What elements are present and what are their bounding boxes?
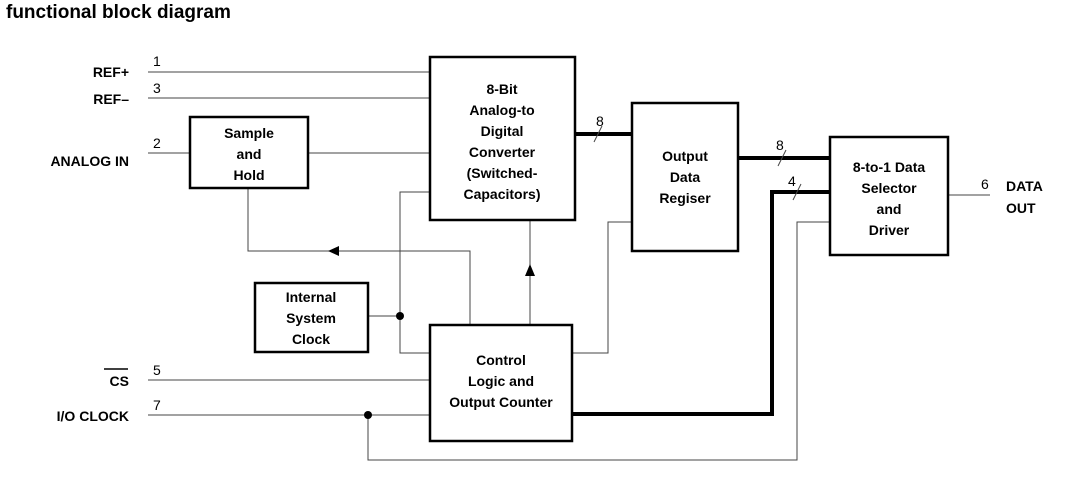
sample-hold-block-label: Sample and Hold	[224, 125, 274, 183]
adc-bus-slash	[593, 125, 603, 143]
sample-hold-label-line: Hold	[233, 167, 264, 183]
clock-label-line: Clock	[292, 331, 330, 347]
control-block	[428, 323, 574, 443]
data-out-label: OUT	[1006, 200, 1036, 216]
output-register-block-label: Output Data Regiser	[659, 148, 711, 206]
control-bus-slash	[792, 183, 802, 201]
pin-number: 5	[153, 362, 161, 378]
cs-label: CS	[110, 373, 129, 389]
adc-label-line: 8-Bit	[486, 81, 517, 97]
control-to-sample-hold-arrow	[328, 246, 339, 256]
control-to-selector-bus	[572, 190, 830, 416]
selector-label-line: Driver	[869, 222, 910, 238]
adc-block-label: 8-Bit Analog-to Digital Converter (Switc…	[463, 81, 540, 202]
clock-junction-dot	[396, 312, 404, 320]
clock-block	[253, 281, 370, 354]
sample-hold-label-line: Sample	[224, 125, 274, 141]
page-title: functional block diagram	[6, 2, 231, 23]
control-block-label: Control Logic and Output Counter	[449, 352, 553, 410]
io-clock-to-selector-line	[367, 221, 830, 461]
control-label-line: Control	[476, 352, 526, 368]
adc-label-line: (Switched-	[467, 165, 538, 181]
io-clock-label: I/O CLOCK	[57, 408, 129, 424]
control-label-line: Output Counter	[449, 394, 553, 410]
pin-number: 7	[153, 397, 161, 413]
adc-label-line: Converter	[469, 144, 536, 160]
register-bus-slash	[777, 149, 787, 167]
data-selector-block	[828, 135, 950, 257]
clock-label-line: System	[286, 310, 336, 326]
selector-label-line: 8-to-1 Data	[853, 159, 926, 175]
pin-number: 3	[153, 80, 161, 96]
pin-number: 1	[153, 53, 161, 69]
control-to-register-line	[572, 221, 632, 354]
clock-label-line: Internal	[286, 289, 337, 305]
adc-block	[428, 55, 577, 222]
selector-label-line: Selector	[861, 180, 917, 196]
adc-label-line: Analog-to	[469, 102, 534, 118]
bus-width-label: 8	[596, 113, 604, 129]
adc-label-line: Digital	[481, 123, 524, 139]
clock-to-adc-line	[399, 191, 430, 354]
ref-plus-label: REF+	[93, 64, 129, 80]
clock-block-label: Internal System Clock	[286, 289, 337, 347]
sample-hold-block	[188, 115, 310, 190]
data-selector-block-label: 8-to-1 Data Selector and Driver	[853, 159, 926, 238]
data-out-label: DATA	[1006, 178, 1043, 194]
adc-label-line: Capacitors)	[463, 186, 540, 202]
io-clock-junction-dot	[364, 411, 372, 419]
control-to-sample-hold-line	[247, 188, 471, 325]
ref-minus-label: REF–	[93, 91, 129, 107]
sample-hold-label-line: and	[237, 146, 262, 162]
bus-width-label: 4	[788, 173, 796, 189]
register-label-line: Regiser	[659, 190, 711, 206]
analog-in-label: ANALOG IN	[50, 153, 129, 169]
bus-width-label: 8	[776, 137, 784, 153]
control-to-adc-arrow	[525, 264, 535, 276]
register-label-line: Output	[662, 148, 708, 164]
pin-number: 6	[981, 176, 989, 192]
selector-label-line: and	[877, 201, 902, 217]
register-label-line: Data	[670, 169, 701, 185]
pin-number: 2	[153, 135, 161, 151]
control-label-line: Logic and	[468, 373, 534, 389]
output-register-block	[630, 101, 740, 253]
